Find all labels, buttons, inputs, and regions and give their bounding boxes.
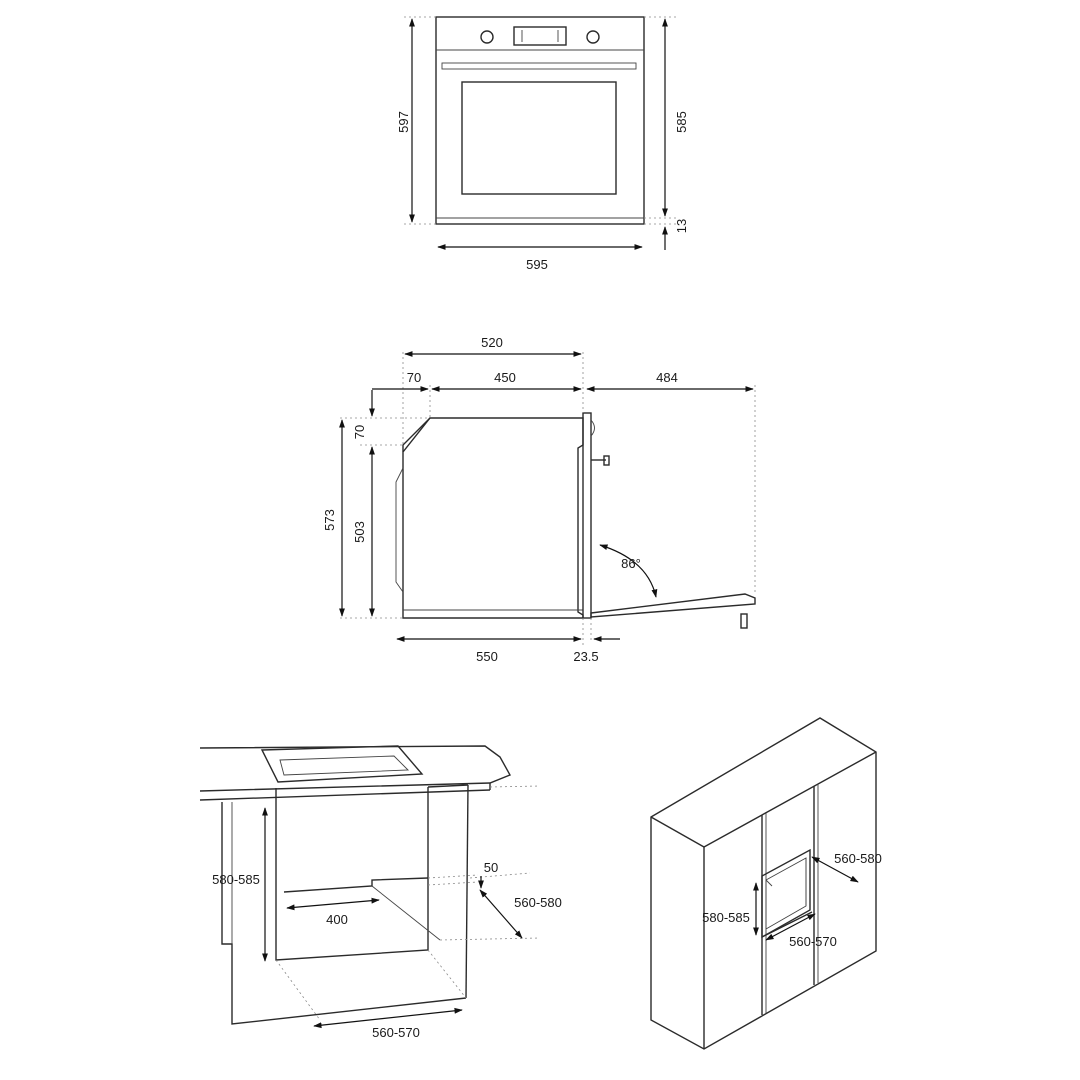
label-body-depth: 450 [494,370,516,385]
label-height: 597 [396,111,411,133]
column-niche [761,848,811,939]
tall-cabinet [650,717,877,1050]
label-door-angle: 86° [621,556,641,571]
label-vent-width: 400 [326,912,348,927]
display-icon [513,26,567,46]
dim-door-angle [599,544,658,598]
cabinet-side [465,784,469,999]
oven-front-outline [435,16,645,225]
label-uc-depth: 560-580 [514,895,562,910]
vent-shelf [283,877,429,893]
label-plinth: 13 [674,219,689,233]
front-view: 597 585 13 595 [396,16,689,272]
label-width: 595 [526,257,548,272]
label-col-depth: 560-580 [834,851,882,866]
label-inner-height: 503 [352,521,367,543]
label-depth-total: 520 [481,335,503,350]
dim-col-width [765,913,816,941]
label-top-step: 70 [352,425,367,439]
label-side-height: 573 [322,509,337,531]
label-niche-height: 580-585 [212,872,260,887]
under-counter-view: 580-585 400 50 560-580 560-570 [199,745,562,1040]
oven-side-outline [395,412,756,629]
column-view: 560-580 580-585 560-570 [650,717,882,1050]
label-col-height: 580-585 [702,910,750,925]
niche-opening [275,787,429,961]
label-depth: 550 [476,649,498,664]
dim-vent-400 [286,897,380,911]
label-door-thickness: 23.5 [573,649,598,664]
label-vent-gap: 50 [484,860,498,875]
left-knob-icon [480,30,494,44]
label-front-step: 70 [407,370,421,385]
countertop [199,745,511,792]
label-body-height: 585 [674,111,689,133]
label-col-width: 560-570 [789,934,837,949]
side-view: 520 70 450 484 70 573 503 550 23.5 86° [322,335,756,664]
dim-width [313,1007,463,1029]
dim-col-depth [811,856,859,883]
label-uc-width: 560-570 [372,1025,420,1040]
hob [260,745,424,783]
dim-depth [479,889,523,939]
open-door [590,593,756,618]
label-door-open: 484 [656,370,678,385]
right-knob-icon [586,30,600,44]
